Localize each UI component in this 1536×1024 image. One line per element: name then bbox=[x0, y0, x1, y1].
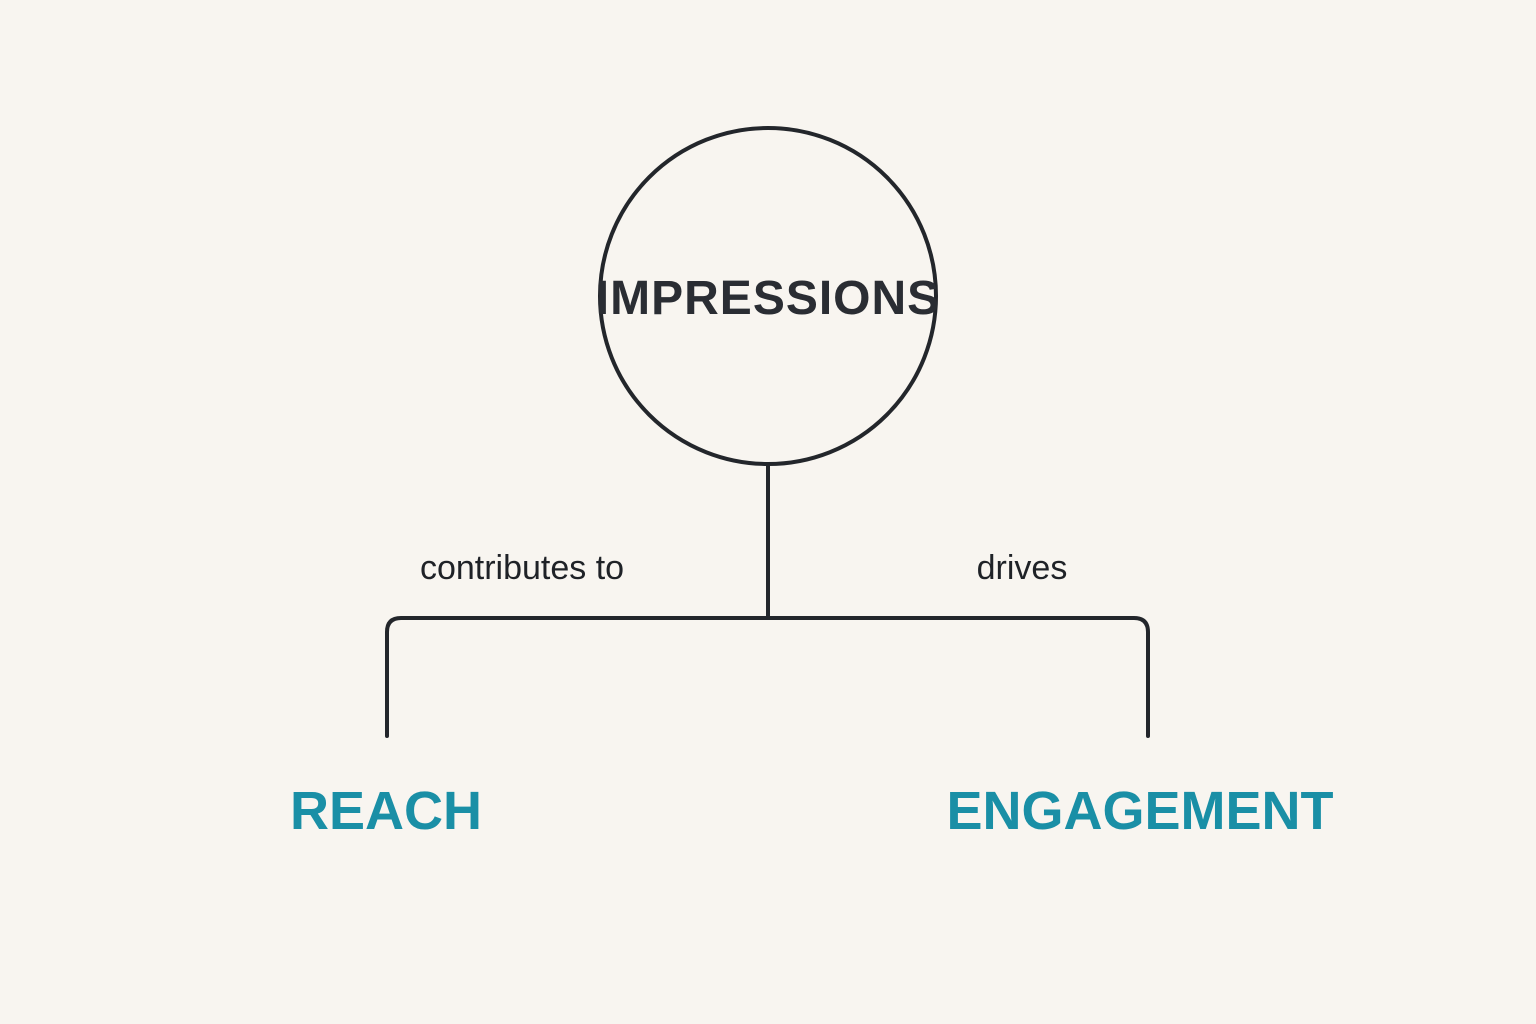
reach-label: REACH bbox=[290, 781, 482, 841]
contributes-to-label: contributes to bbox=[420, 549, 624, 587]
engagement-label: ENGAGEMENT bbox=[946, 781, 1333, 841]
drives-label: drives bbox=[977, 549, 1068, 587]
branch-bracket bbox=[385, 616, 1150, 738]
impressions-label: IMPRESSIONS bbox=[596, 272, 940, 325]
